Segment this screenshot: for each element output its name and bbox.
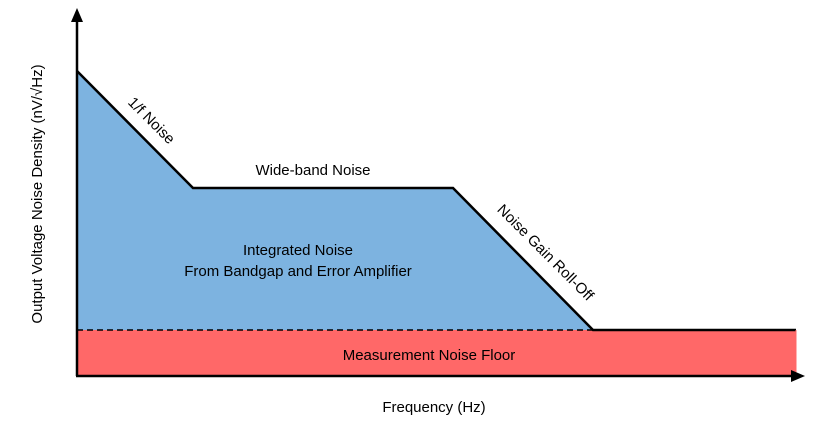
integrated-noise-label: Integrated Noise — [243, 242, 353, 259]
wideband-noise-label: Wide-band Noise — [255, 162, 370, 179]
noise-floor-region — [77, 330, 796, 376]
integrated-noise-region — [77, 71, 593, 330]
noise-floor-label: Measurement Noise Floor — [343, 347, 516, 364]
noise-density-curve — [76, 70, 796, 332]
x-axis-arrowhead — [791, 370, 805, 382]
y-axis-arrowhead — [71, 8, 83, 22]
integrated-noise-sublabel: From Bandgap and Error Amplifier — [184, 263, 412, 280]
x-axis-label: Frequency (Hz) — [382, 399, 485, 416]
y-axis-label: Output Voltage Noise Density (nV/√Hz) — [29, 64, 46, 323]
